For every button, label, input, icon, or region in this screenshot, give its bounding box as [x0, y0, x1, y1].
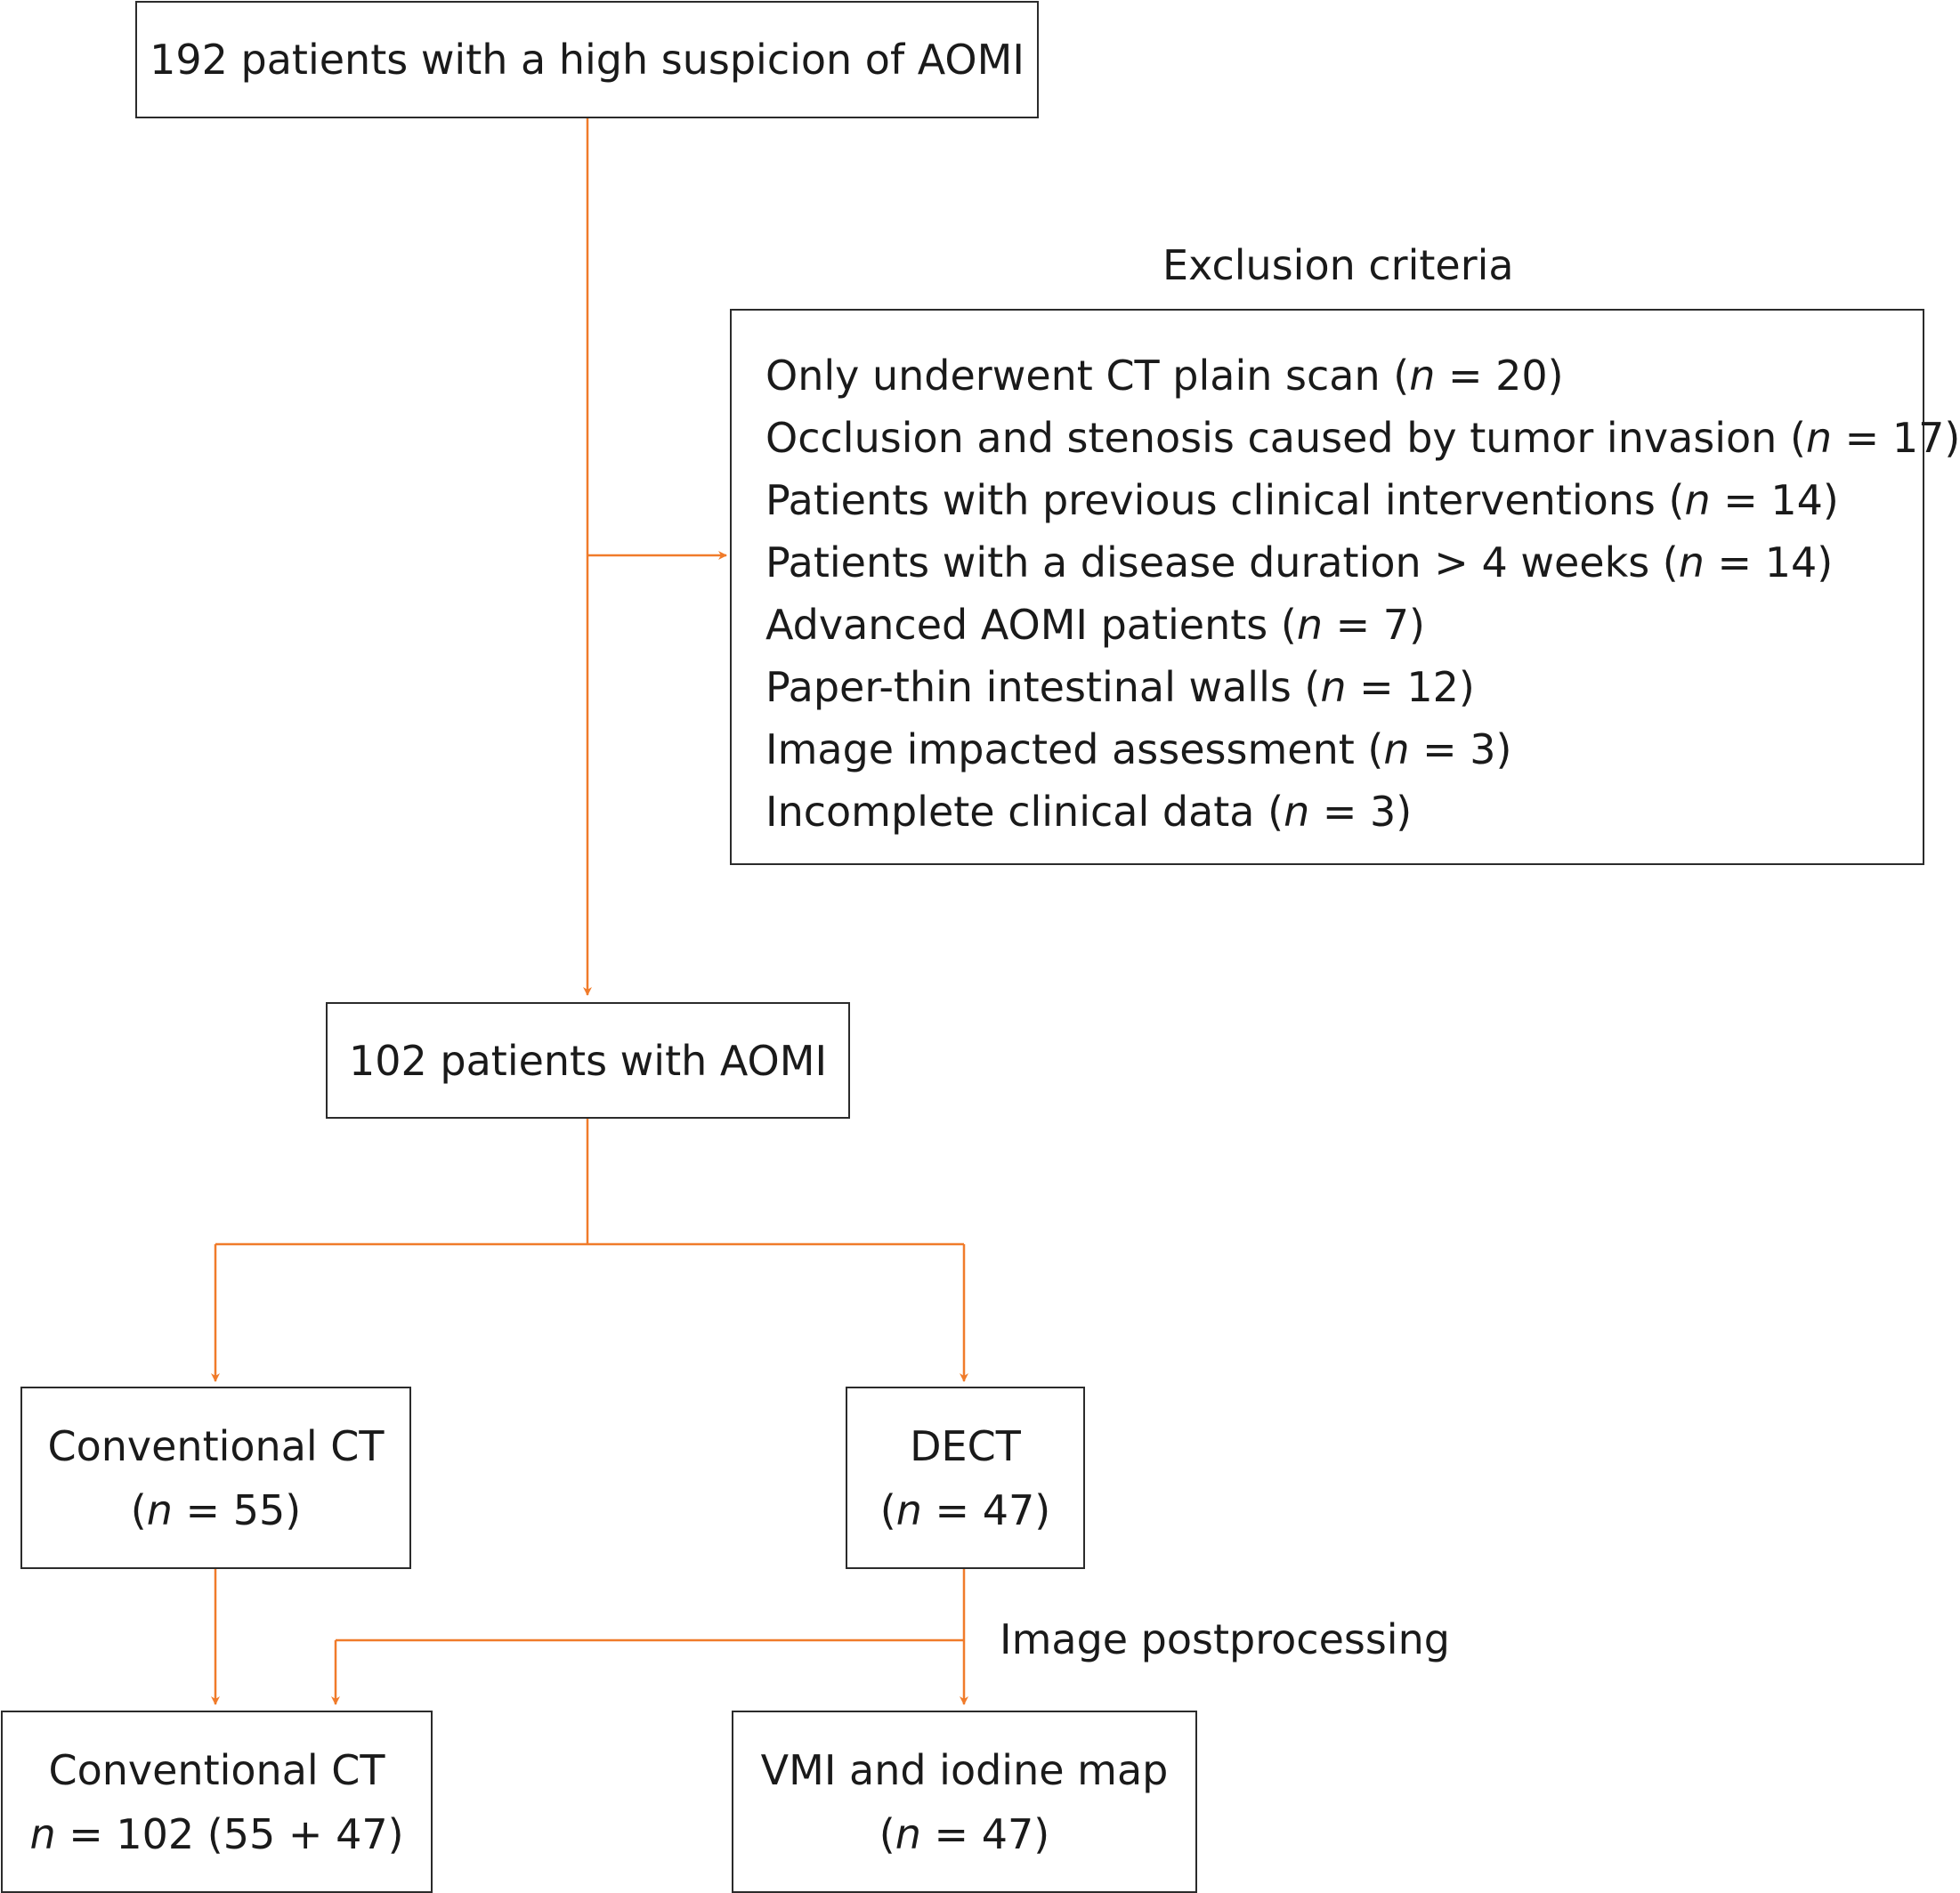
exclusion-item: Only underwent CT plain scan (n = 20): [765, 352, 1564, 400]
conventional-ct-final-node: Conventional CT n = 102 (55 + 47): [1, 1711, 433, 1893]
dect-title: DECT: [910, 1421, 1021, 1470]
conventional-ct-final-count: n = 102 (55 + 47): [29, 1809, 404, 1858]
start-node-label: 192 patients with a high suspicion of AO…: [150, 36, 1025, 84]
exclusion-title: Exclusion criteria: [1162, 241, 1514, 289]
cohort-node: 102 patients with AOMI: [326, 1002, 850, 1119]
image-postprocessing-label: Image postprocessing: [1000, 1615, 1450, 1663]
exclusion-item: Patients with a disease duration > 4 wee…: [765, 538, 1834, 587]
dect-node: DECT (n = 47): [846, 1387, 1085, 1569]
vmi-iodine-count: (n = 47): [879, 1809, 1050, 1858]
exclusion-item: Incomplete clinical data (n = 3): [765, 788, 1413, 836]
conventional-ct-title: Conventional CT: [47, 1421, 385, 1470]
exclusion-item: Patients with previous clinical interven…: [765, 476, 1839, 524]
exclusion-item: Occlusion and stenosis caused by tumor i…: [765, 414, 1960, 462]
exclusion-criteria-box: Only underwent CT plain scan (n = 20) Oc…: [730, 309, 1960, 865]
conventional-ct-count: (n = 55): [130, 1485, 302, 1534]
vmi-iodine-node: VMI and iodine map (n = 47): [732, 1711, 1197, 1893]
dect-count: (n = 47): [879, 1485, 1051, 1534]
start-node: 192 patients with a high suspicion of AO…: [135, 1, 1039, 118]
exclusion-item: Image impacted assessment (n = 3): [765, 725, 1512, 773]
cohort-node-label: 102 patients with AOMI: [348, 1036, 828, 1085]
exclusion-item: Paper-thin intestinal walls (n = 12): [765, 663, 1475, 711]
conventional-ct-node: Conventional CT (n = 55): [20, 1387, 411, 1569]
vmi-iodine-title: VMI and iodine map: [760, 1745, 1169, 1794]
exclusion-item: Advanced AOMI patients (n = 7): [765, 601, 1425, 649]
conventional-ct-final-title: Conventional CT: [48, 1745, 385, 1794]
